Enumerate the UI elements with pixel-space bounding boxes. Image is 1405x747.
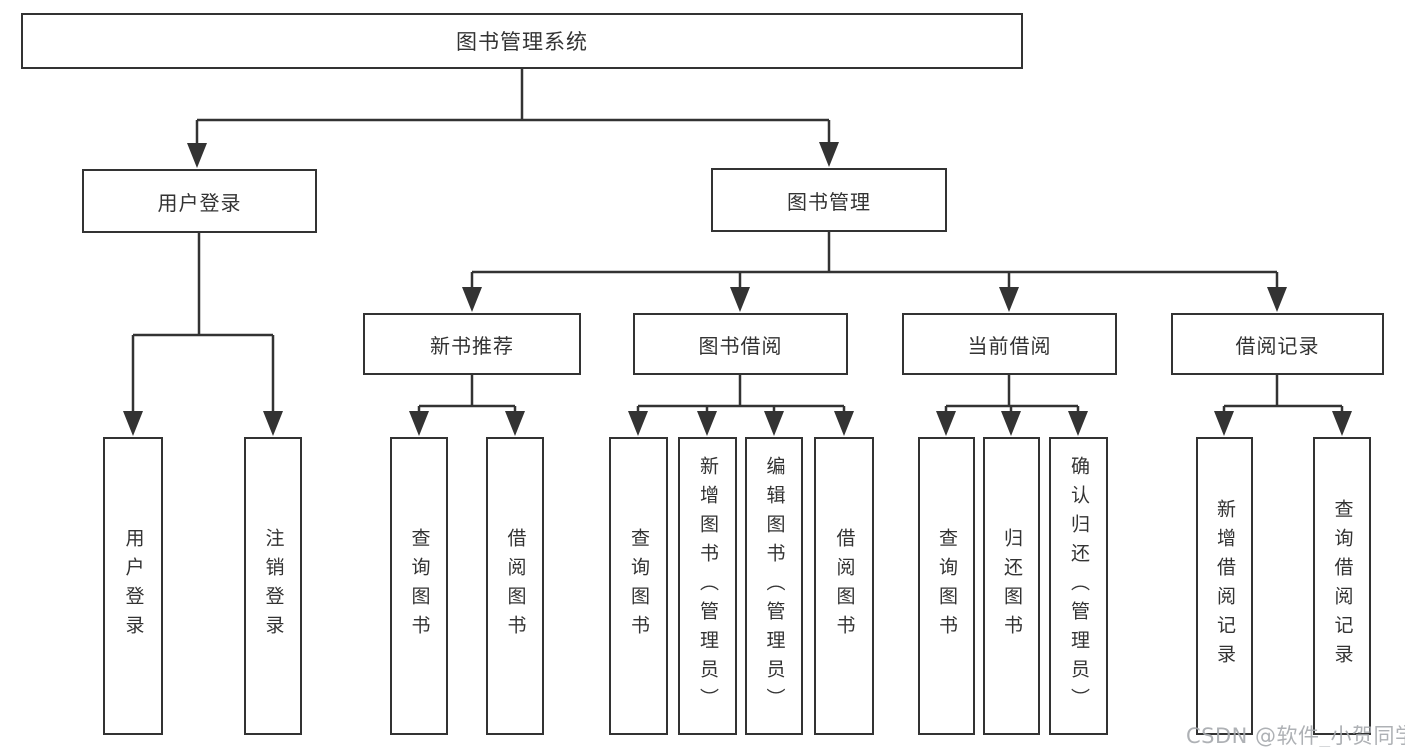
node-query-books-recommend: 查询图书: [390, 437, 448, 735]
node-book-management: 图书管理: [711, 168, 947, 232]
node-user-login-leaf: 用户登录: [103, 437, 163, 735]
node-label: 借阅图书: [504, 528, 527, 644]
node-label: 图书借阅: [698, 333, 783, 358]
node-confirm-return-admin: 确认归还（管理员）: [1049, 437, 1108, 735]
node-add-borrow-record: 新增借阅记录: [1196, 437, 1253, 735]
node-label: 查询图书: [628, 528, 650, 644]
node-add-books-admin: 新增图书（管理员）: [678, 437, 737, 735]
node-edit-books-admin: 编辑图书（管理员）: [745, 437, 803, 735]
node-label: 借阅记录: [1235, 333, 1320, 358]
node-current-borrowing: 当前借阅: [902, 313, 1117, 375]
node-label: 归还图书: [1001, 528, 1023, 644]
node-label: 查询图书: [936, 528, 958, 644]
node-label: 注销登录: [262, 528, 285, 644]
node-borrow-books-leaf: 借阅图书: [814, 437, 874, 735]
node-user-login: 用户登录: [82, 169, 317, 233]
node-label: 查询图书: [408, 528, 431, 644]
csdn-watermark: CSDN @软件_小贺同学: [1186, 724, 1405, 747]
node-query-borrow-record: 查询借阅记录: [1313, 437, 1371, 735]
node-label: 图书管理系统: [456, 30, 588, 54]
node-return-books: 归还图书: [983, 437, 1040, 735]
node-label: 查询借阅记录: [1331, 499, 1354, 673]
node-label: 新增图书（管理员）: [697, 455, 719, 717]
node-library-management-system: 图书管理系统: [21, 13, 1023, 69]
node-borrow-books-recommend: 借阅图书: [486, 437, 544, 735]
node-label: 编辑图书（管理员）: [763, 455, 786, 717]
node-label: 图书管理: [787, 189, 871, 214]
node-label: 当前借阅: [967, 333, 1052, 358]
node-borrowing-records: 借阅记录: [1171, 313, 1384, 375]
node-label: 借阅图书: [833, 528, 856, 644]
node-label: 新书推荐: [430, 333, 514, 358]
node-label: 确认归还（管理员）: [1068, 455, 1090, 717]
node-query-books-borrow: 查询图书: [609, 437, 668, 735]
node-book-borrowing: 图书借阅: [633, 313, 848, 375]
node-label: 新增借阅记录: [1214, 499, 1236, 673]
node-query-books-current: 查询图书: [918, 437, 975, 735]
node-label: 用户登录: [122, 528, 145, 644]
node-logout: 注销登录: [244, 437, 302, 735]
node-label: 用户登录: [157, 190, 242, 215]
node-new-book-recommendation: 新书推荐: [363, 313, 581, 375]
